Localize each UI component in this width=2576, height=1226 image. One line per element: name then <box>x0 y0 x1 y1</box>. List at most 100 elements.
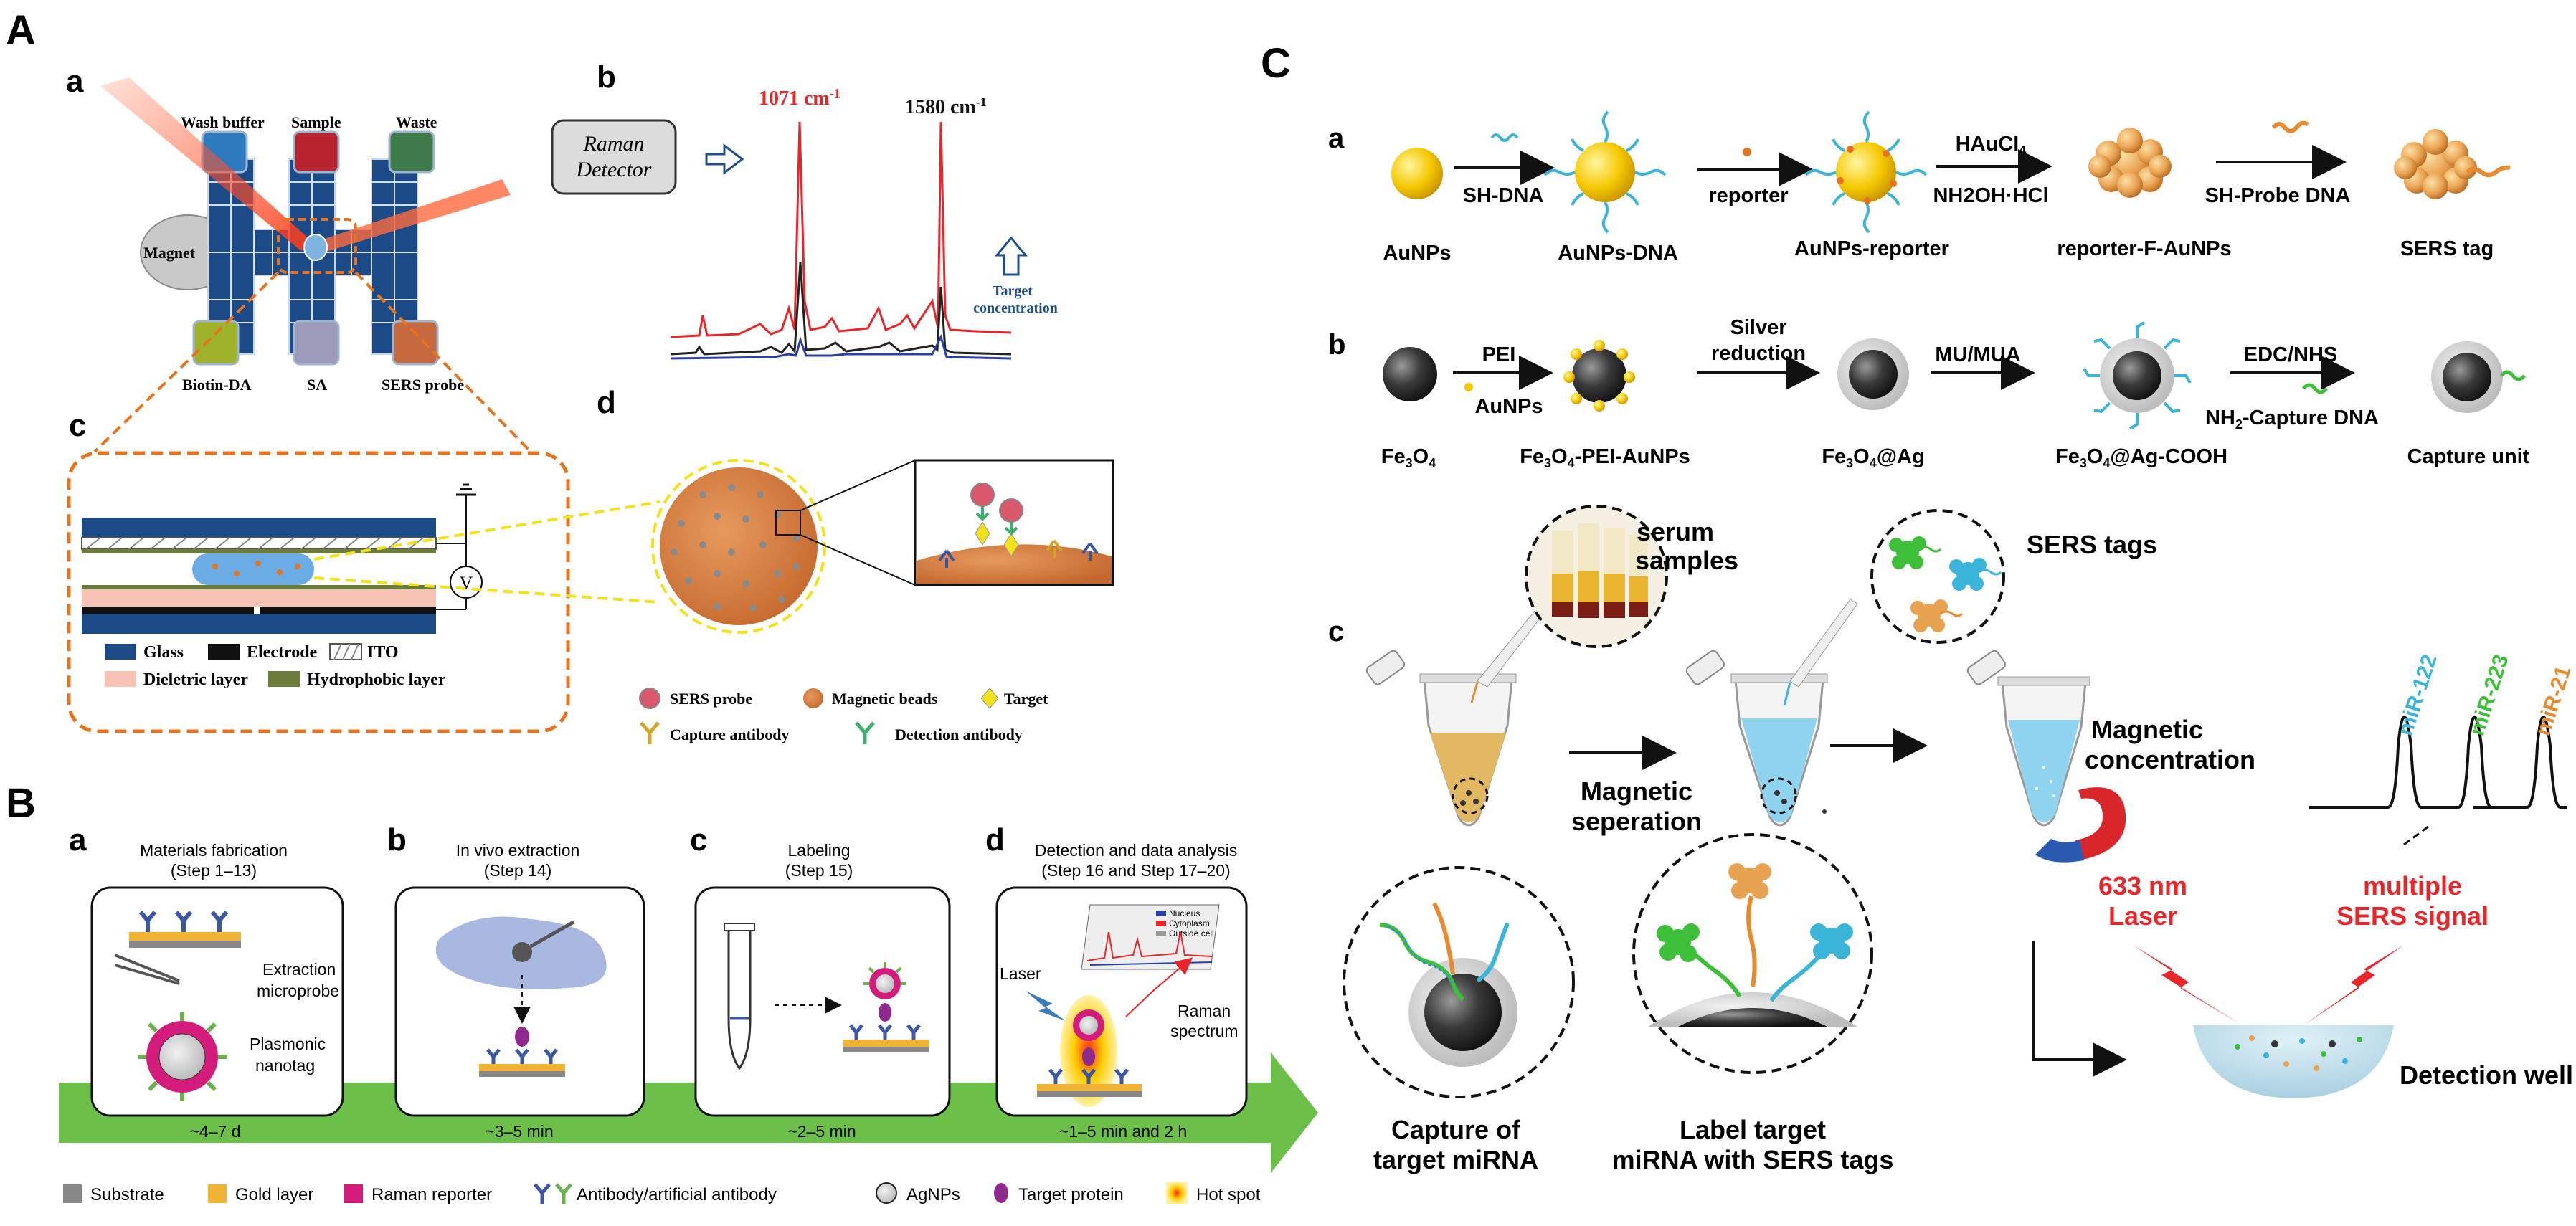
panel-C-c-letter: c <box>1328 616 1344 647</box>
legend-detection-antibody: Detection antibody <box>895 726 1023 743</box>
panel-letter-B: B <box>6 780 36 827</box>
sub-4-3: 4 <box>1870 456 1877 470</box>
row-c-graphics <box>1343 505 2567 1098</box>
zoom-region-box <box>277 218 357 274</box>
label-circle <box>1632 833 1873 1074</box>
serum-samples-l2: samples <box>1635 546 1738 575</box>
ag-suffix: @Ag <box>1877 445 1925 468</box>
eppendorf-tube <box>727 928 752 1070</box>
step-a-label-microprobe: microprobe <box>257 982 339 1000</box>
step-a-label-plasmonic: Plasmonic <box>250 1035 326 1053</box>
peak-label-1071: 1071 cm-1 <box>759 86 840 110</box>
step-b-letter: b <box>387 822 407 857</box>
row-a-step-nh2oh: NH2OH·HCl <box>1933 184 2048 207</box>
row-a-step-sh-dna: SH-DNA <box>1463 184 1544 207</box>
legend-substrate: Substrate <box>90 1185 164 1204</box>
step-c: c Labeling (Step 15) ~2–5 min <box>690 822 951 1141</box>
sub-4-4: 4 <box>2103 456 2110 470</box>
legend-target: Target <box>1004 690 1048 708</box>
serum-vials <box>1552 523 1648 618</box>
step-b-title-l1: In vivo extraction <box>456 841 580 860</box>
reporter-f-aunp <box>2088 128 2172 198</box>
ag-cooh-suffix: @Ag-COOH <box>2110 445 2227 468</box>
laser-bolt-out <box>2303 945 2404 1025</box>
serum-samples-l1: serum <box>1637 517 1714 546</box>
raman-detector-box <box>551 119 677 195</box>
o-3: O <box>1853 445 1870 468</box>
step-c-time: ~2–5 min <box>787 1122 856 1141</box>
label-waste: Waste <box>396 113 437 131</box>
row-a-step-reporter: reporter <box>1708 184 1788 207</box>
inset-bead-surface <box>917 544 1112 584</box>
zoom-cone-c <box>93 271 532 453</box>
row-a-label-aunps-dna: AuNPs-DNA <box>1558 242 1678 265</box>
row-b-label-fe3o4: Fe3O4 <box>1381 445 1436 470</box>
multiple-signal-l1: multiple <box>2363 871 2462 901</box>
o-2: O <box>1551 445 1568 468</box>
step-a-label-nanotag: nanotag <box>255 1056 315 1075</box>
row-b-label-fe3o4-pei-aunps: Fe3O4-PEI-AuNPs <box>1520 445 1690 470</box>
row-a-label-aunps-reporter: AuNPs-reporter <box>1794 237 1949 260</box>
legend-ito: ITO <box>367 643 399 662</box>
mag-conc-l2: concentration <box>2085 745 2255 774</box>
panel-c-frame <box>67 451 570 733</box>
step-b: b In vivo extraction (Step 14) ~3–5 min <box>387 822 645 1141</box>
sub-4-1: 4 <box>1429 456 1436 470</box>
chamber-sample <box>293 130 340 174</box>
panel-A-a-letter: a <box>66 64 84 99</box>
label-wash-buffer: Wash buffer <box>181 113 265 131</box>
legend-capture-antibody: Capture antibody <box>670 726 789 743</box>
label-biotin-da: Biotin-DA <box>182 376 252 394</box>
detection-well-label: Detection well <box>2400 1060 2573 1090</box>
bead-zoom-box <box>775 510 801 536</box>
label-sample: Sample <box>291 113 341 131</box>
row-b-step-silver: Silver <box>1730 316 1787 339</box>
capture-dna-text: -Capture DNA <box>2243 407 2379 429</box>
step-c-box <box>694 886 951 1117</box>
step-a-title-l1: Materials fabrication <box>140 841 288 860</box>
raman-detector-l2: Detector <box>576 158 652 181</box>
tube-serum <box>1365 602 1550 827</box>
dmf-device <box>81 483 483 634</box>
panel-C-a-letter: a <box>1328 123 1345 154</box>
label-sers-probe: SERS probe <box>382 376 464 394</box>
horseshoe-magnet <box>2075 787 2126 860</box>
label-target-l1: Label target <box>1680 1115 1826 1144</box>
panel-B-legend: Substrate Gold layer Raman reporter Anti… <box>63 1182 1261 1204</box>
fe3o4-pei-aunp <box>1572 348 1626 403</box>
row-a-label-aunps: AuNPs <box>1383 242 1451 265</box>
fe3o4 <box>1383 347 1437 401</box>
step-a-label-extraction: Extraction <box>262 960 336 979</box>
row-a-label-sers-tag: SERS tag <box>2400 237 2494 260</box>
legend-glass: Glass <box>143 643 184 662</box>
laser-bolt-in <box>2133 945 2242 1025</box>
row-b-graphics <box>1383 321 2526 430</box>
magnetic-bead-large <box>660 467 818 625</box>
tube-magnet <box>1966 650 2126 863</box>
peak-1580-text: 1580 cm <box>905 96 976 118</box>
pei-aunps-suffix: -PEI-AuNPs <box>1575 445 1690 468</box>
step-b-time: ~3–5 min <box>485 1122 553 1141</box>
step-a-title-l2: (Step 1–13) <box>171 861 257 880</box>
step-d-label-raman: Raman <box>1178 1002 1231 1020</box>
laser-633-l2: Laser <box>2108 901 2177 931</box>
step-d-title-l1: Detection and data analysis <box>1035 841 1238 860</box>
capture-circle <box>1343 866 1575 1098</box>
step-d-letter: d <box>985 822 1005 857</box>
row-b-step-edc-nhs: EDC/NHS <box>2244 343 2338 366</box>
o-1: O <box>1413 445 1429 468</box>
panel-A-b-letter: b <box>597 60 616 95</box>
zoom-lines-d <box>313 500 660 604</box>
label-sa: SA <box>307 376 327 394</box>
step-d: d Detection and data analysis (Step 16 a… <box>985 822 1248 1141</box>
row-b-step-mu-mua: MU/MUA <box>1935 343 2020 366</box>
microfluidic-chip: Magnet <box>100 77 511 366</box>
fe-1: Fe <box>1381 445 1406 468</box>
legend-hot-spot: Hot spot <box>1196 1185 1261 1204</box>
step-a: a Materials fabrication (Step 1–13) Extr… <box>69 822 344 1141</box>
multiplex-spectrum <box>2309 716 2567 809</box>
legend-magnetic-beads: Magnetic beads <box>832 690 938 708</box>
panel-c-legend: Glass Electrode ITO Dieletric layer Hydr… <box>105 643 446 689</box>
chamber-sa <box>293 320 340 366</box>
